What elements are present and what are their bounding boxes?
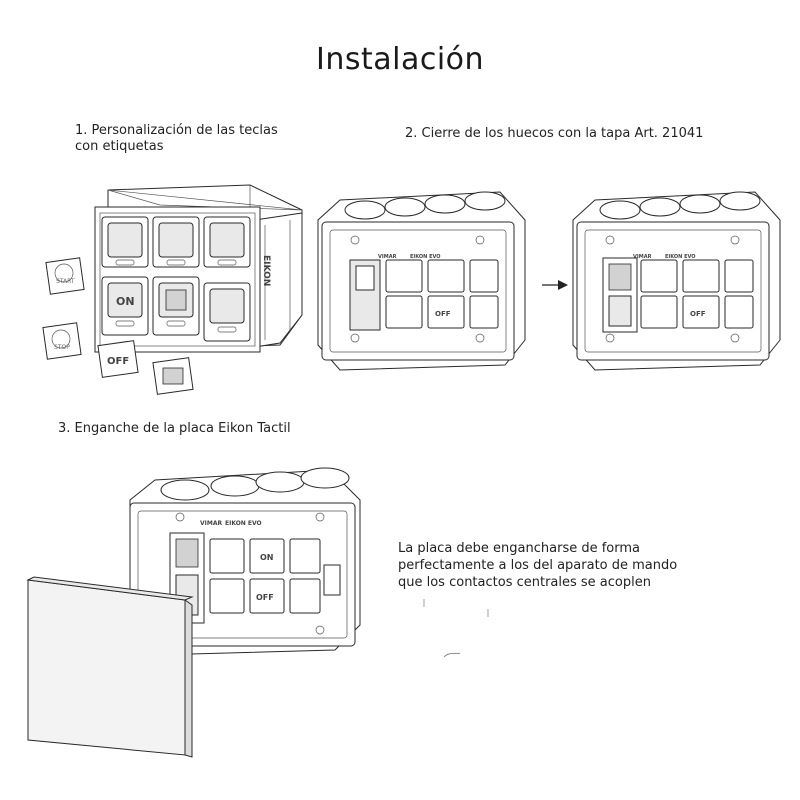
svg-text:VIMAR: VIMAR bbox=[633, 254, 652, 260]
label-off: OFF bbox=[97, 340, 139, 378]
figure-plate-attach: VIMAR EIKON EVO ON OFF bbox=[26, 467, 361, 758]
svg-text:OFF: OFF bbox=[435, 310, 451, 318]
figure-key-customization: EIKON ON START STOP OFF bbox=[42, 184, 303, 395]
svg-text:OFF: OFF bbox=[107, 356, 129, 367]
svg-text:EIKON EVO: EIKON EVO bbox=[225, 520, 262, 527]
side-brand-text: EIKON bbox=[261, 255, 271, 286]
eikon-tactil-plate bbox=[26, 576, 194, 758]
svg-text:VIMAR: VIMAR bbox=[378, 254, 397, 260]
page-title: Instalación bbox=[315, 42, 485, 77]
svg-text:EIKON EVO: EIKON EVO bbox=[665, 254, 696, 260]
svg-text:VIMAR: VIMAR bbox=[200, 520, 222, 527]
key-on-text: ON bbox=[116, 295, 135, 308]
svg-text:EIKON EVO: EIKON EVO bbox=[410, 254, 441, 260]
svg-text:OFF: OFF bbox=[690, 310, 706, 318]
figure-box-closed: VIMAR EIKON EVO ON OFF bbox=[572, 191, 781, 371]
step-1-label: 1. Personalización de las teclas con eti… bbox=[75, 123, 278, 154]
stray-marks bbox=[423, 599, 489, 658]
arrow-right-icon bbox=[542, 280, 568, 290]
figure-box-open: VIMAR EIKON EVO ON OFF bbox=[317, 191, 526, 371]
step-3-label: 3. Enganche de la placa Eikon Tactil bbox=[58, 421, 291, 436]
svg-text:START: START bbox=[56, 278, 75, 285]
svg-text:STOP: STOP bbox=[54, 344, 70, 351]
installation-note: La placa debe engancharse de forma perfe… bbox=[398, 541, 678, 590]
key-grid: ON bbox=[101, 216, 251, 342]
label-start: START bbox=[45, 257, 85, 295]
step-2-label: 2. Cierre de los huecos con la tapa Art.… bbox=[405, 126, 704, 141]
svg-text:OFF: OFF bbox=[256, 593, 274, 602]
label-blank bbox=[152, 357, 194, 395]
label-stop: STOP bbox=[42, 322, 82, 360]
svg-text:ON: ON bbox=[260, 553, 274, 562]
